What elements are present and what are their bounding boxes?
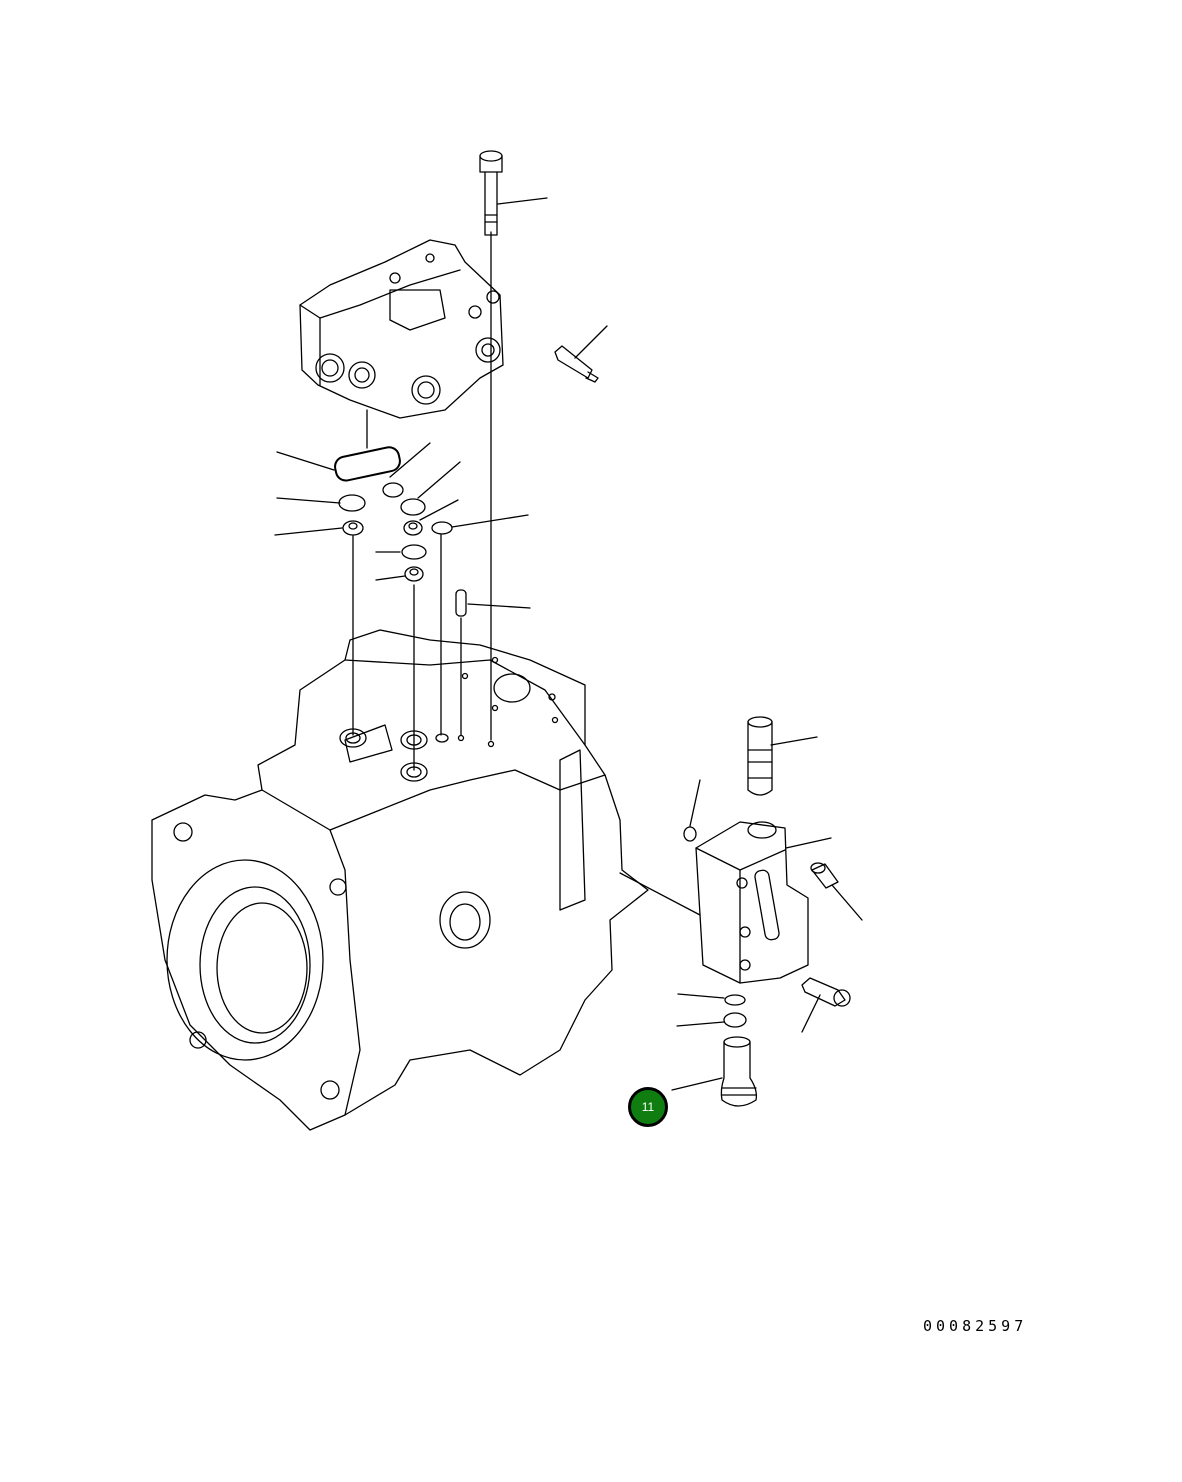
seals — [334, 446, 467, 617]
pump-body — [151, 629, 649, 1131]
drawing-number: 00082597 — [923, 1317, 1028, 1335]
bolt-top — [479, 150, 503, 236]
control-valve — [299, 239, 504, 419]
callout-badge-11[interactable]: 11 — [628, 1087, 668, 1127]
leader-lines — [274, 197, 863, 1091]
side-valve-block — [695, 821, 809, 984]
sensor-plug — [554, 345, 599, 383]
spool-top — [747, 716, 773, 796]
small-parts — [683, 826, 851, 1107]
alignment-lines — [352, 231, 701, 916]
